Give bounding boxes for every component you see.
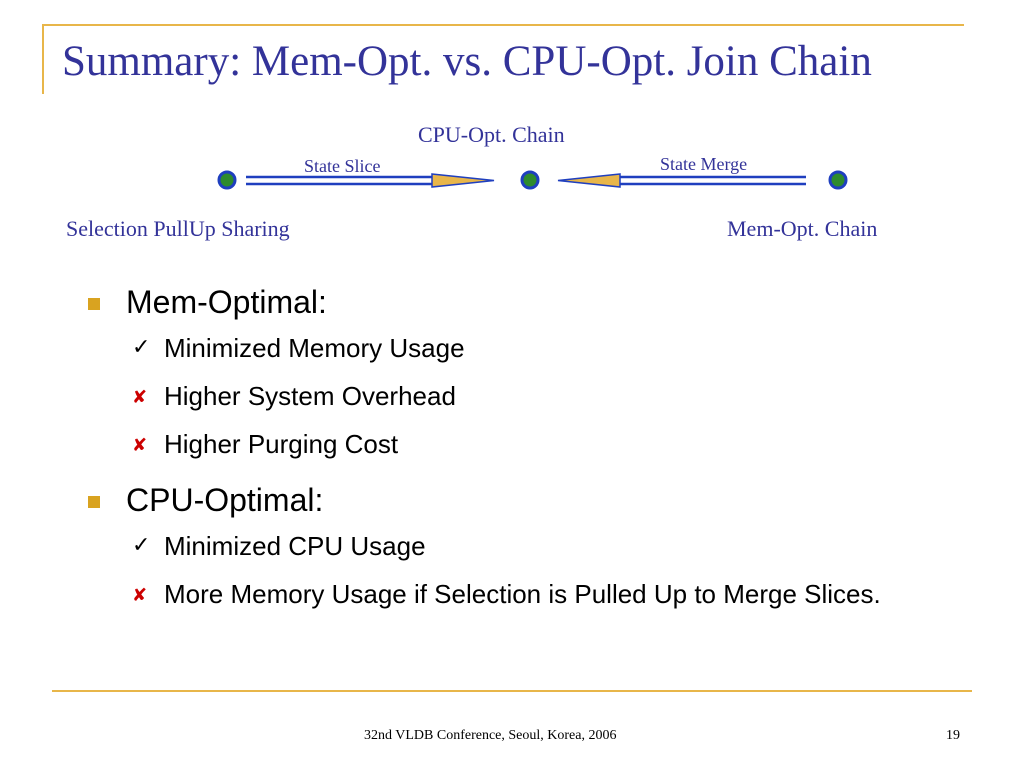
bullet-mem-optimal: Mem-Optimal: (88, 282, 968, 322)
node-middle (520, 170, 540, 190)
left-rule (42, 24, 44, 94)
bottom-rule (52, 690, 972, 692)
bullet-label: Mem-Optimal: (126, 284, 327, 320)
sub-bullet-text: Minimized CPU Usage (164, 531, 426, 561)
selection-pullup-label: Selection PullUp Sharing (66, 216, 290, 241)
cross-icon: ✘ (132, 585, 148, 606)
sub-bullet: ✘ More Memory Usage if Selection is Pull… (88, 578, 964, 610)
state-merge-label: State Merge (660, 154, 748, 174)
footer-conference: 32nd VLDB Conference, Seoul, Korea, 2006 (364, 728, 617, 743)
cross-icon: ✘ (132, 435, 148, 456)
slide-title: Summary: Mem-Opt. vs. CPU-Opt. Join Chai… (62, 38, 872, 85)
bullet-square-icon (88, 496, 100, 508)
sub-bullet-text: Minimized Memory Usage (164, 333, 465, 363)
state-merge-arrow (557, 173, 806, 188)
cross-icon: ✘ (132, 387, 148, 408)
node-right (828, 170, 848, 190)
bullet-label: CPU-Optimal: (126, 482, 324, 518)
cpu-opt-chain-label: CPU-Opt. Chain (418, 122, 565, 147)
node-left (217, 170, 237, 190)
sub-bullet-text: Higher Purging Cost (164, 429, 399, 459)
footer-page-number: 19 (946, 728, 960, 743)
chain-diagram (217, 170, 848, 190)
state-slice-label: State Slice (304, 156, 381, 176)
check-icon: ✓ (132, 533, 151, 558)
check-icon: ✓ (132, 335, 151, 360)
state-slice-arrow (246, 173, 495, 188)
mem-opt-chain-label: Mem-Opt. Chain (727, 216, 878, 241)
bullet-list: Mem-Optimal: ✓ Minimized Memory Usage ✘ … (88, 276, 968, 610)
sub-bullet: ✘ Higher Purging Cost (88, 428, 968, 460)
bullet-cpu-optimal: CPU-Optimal: (88, 480, 968, 520)
bullet-square-icon (88, 298, 100, 310)
sub-bullet: ✓ Minimized CPU Usage (88, 530, 968, 562)
sub-bullet: ✓ Minimized Memory Usage (88, 332, 968, 364)
sub-bullet-text: More Memory Usage if Selection is Pulled… (164, 579, 881, 609)
top-rule (42, 24, 964, 26)
sub-bullet-text: Higher System Overhead (164, 381, 456, 411)
sub-bullet: ✘ Higher System Overhead (88, 380, 968, 412)
